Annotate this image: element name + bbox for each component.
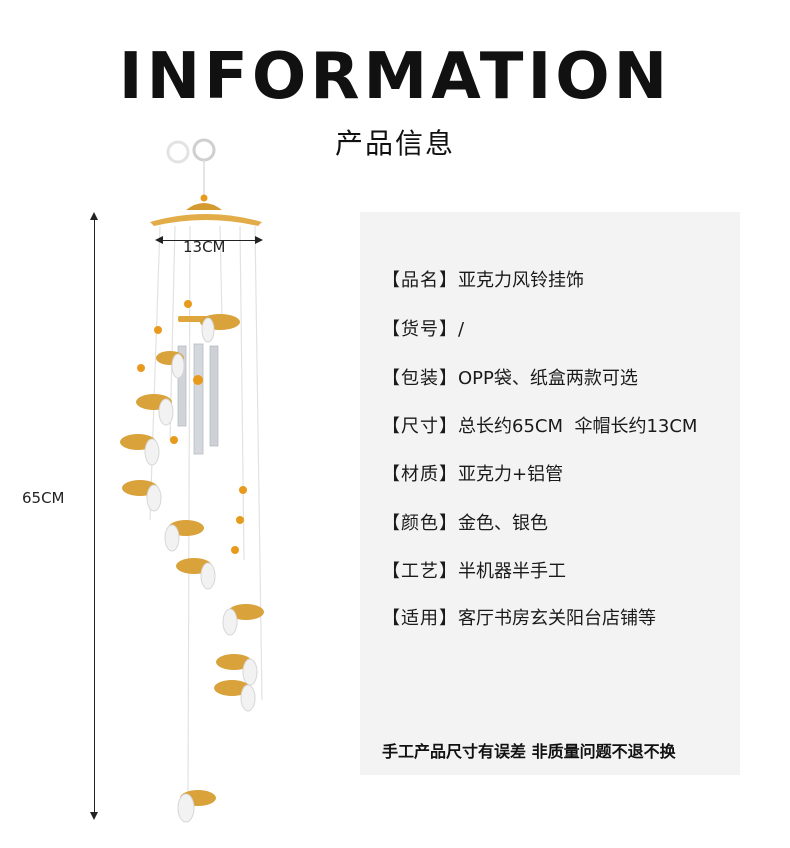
- product-image-wind-chime: [0, 130, 360, 848]
- page-title: INFORMATION: [118, 40, 672, 114]
- spec-row-usage: 【适用】客厅书房玄关阳台店铺等: [382, 608, 656, 629]
- disclaimer-note: 手工产品尺寸有误差 非质量问题不退不换: [382, 742, 676, 761]
- spec-row-item-number: 【货号】/: [382, 319, 465, 340]
- wind-chime-illustration: [120, 138, 264, 823]
- cap-dimension-arrow: [155, 236, 263, 246]
- length-dimension-arrow: [90, 212, 98, 820]
- arrow-up-icon: [90, 212, 98, 220]
- length-label: 65CM: [22, 489, 65, 507]
- page-subtitle: 产品信息: [334, 127, 455, 160]
- spec-row-material: 【材质】亚克力+铝管: [382, 464, 564, 485]
- spec-panel: 【品名】亚克力风铃挂饰 【货号】/ 【包装】OPP袋、纸盒两款可选 【尺寸】总长…: [360, 212, 740, 775]
- spec-row-color: 【颜色】金色、银色: [382, 513, 548, 534]
- spec-row-packaging: 【包装】OPP袋、纸盒两款可选: [382, 368, 638, 389]
- arrow-left-icon: [155, 236, 163, 244]
- arrow-down-icon: [90, 812, 98, 820]
- spec-row-size: 【尺寸】总长约65CM 伞帽长约13CM: [382, 416, 698, 437]
- spec-row-craft: 【工艺】半机器半手工: [382, 561, 566, 582]
- spec-row-name: 【品名】亚克力风铃挂饰: [382, 270, 584, 291]
- arrow-right-icon: [255, 236, 263, 244]
- angel-ornaments: [120, 314, 264, 823]
- cap-width-label: 13CM: [183, 238, 226, 256]
